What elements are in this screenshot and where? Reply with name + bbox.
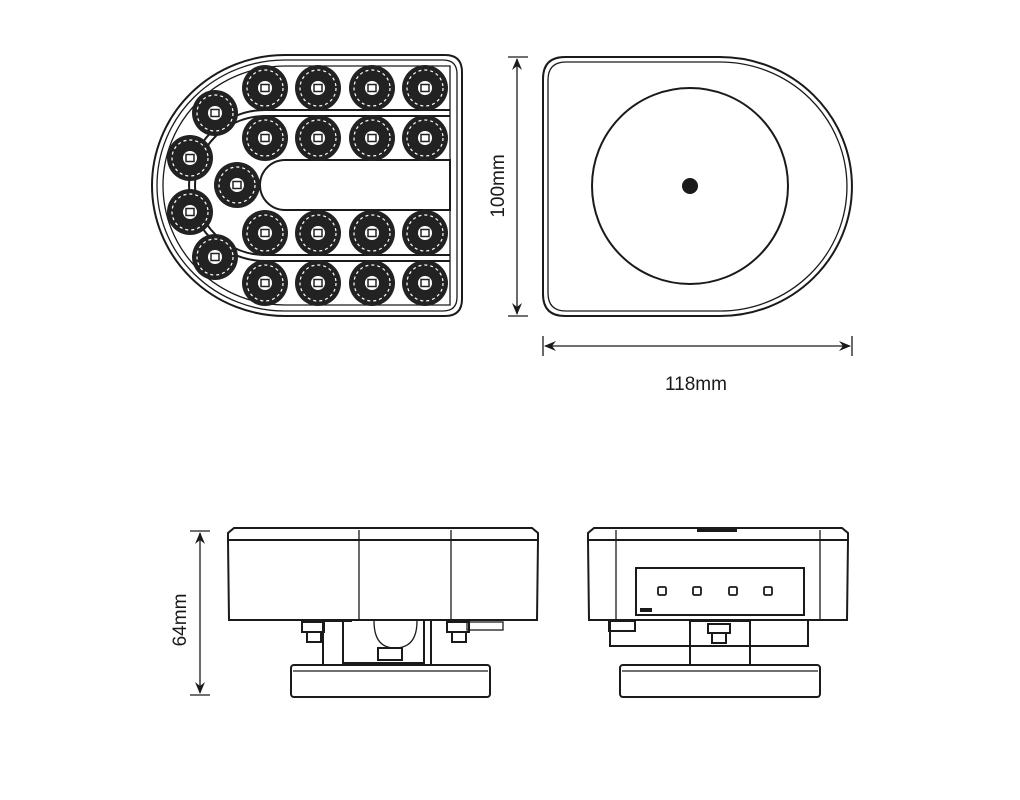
- center-dot: [682, 178, 698, 194]
- connector-pin: [692, 586, 702, 596]
- led: [295, 65, 341, 111]
- rear-view: [542, 56, 853, 317]
- led: [295, 115, 341, 161]
- led: [167, 189, 213, 235]
- connector-panel: [635, 567, 805, 616]
- dimension-height: 100mm: [488, 56, 528, 317]
- led: [349, 115, 395, 161]
- led: [242, 210, 288, 256]
- led: [402, 260, 448, 306]
- led: [242, 65, 288, 111]
- dimension-width: 118mm: [542, 336, 853, 395]
- mounting-magnet-circle: [591, 87, 789, 285]
- side-view-left: [226, 527, 540, 698]
- led: [295, 210, 341, 256]
- front-led-view: [151, 54, 463, 317]
- depth-label: 64mm: [170, 594, 191, 647]
- led: [349, 65, 395, 111]
- height-label: 100mm: [488, 154, 509, 217]
- led: [295, 260, 341, 306]
- led: [214, 162, 260, 208]
- width-label: 118mm: [665, 374, 727, 395]
- led-array: [167, 65, 448, 306]
- led: [402, 115, 448, 161]
- connector-pin: [763, 586, 773, 596]
- led: [402, 210, 448, 256]
- led: [402, 65, 448, 111]
- led: [349, 210, 395, 256]
- side-view-right: [586, 527, 850, 698]
- led: [167, 135, 213, 181]
- led: [242, 260, 288, 306]
- led: [349, 260, 395, 306]
- connector-pin: [728, 586, 738, 596]
- led: [192, 234, 238, 280]
- led: [192, 90, 238, 136]
- dimension-depth: 64mm: [170, 530, 210, 696]
- led: [242, 115, 288, 161]
- connector-pin: [657, 586, 667, 596]
